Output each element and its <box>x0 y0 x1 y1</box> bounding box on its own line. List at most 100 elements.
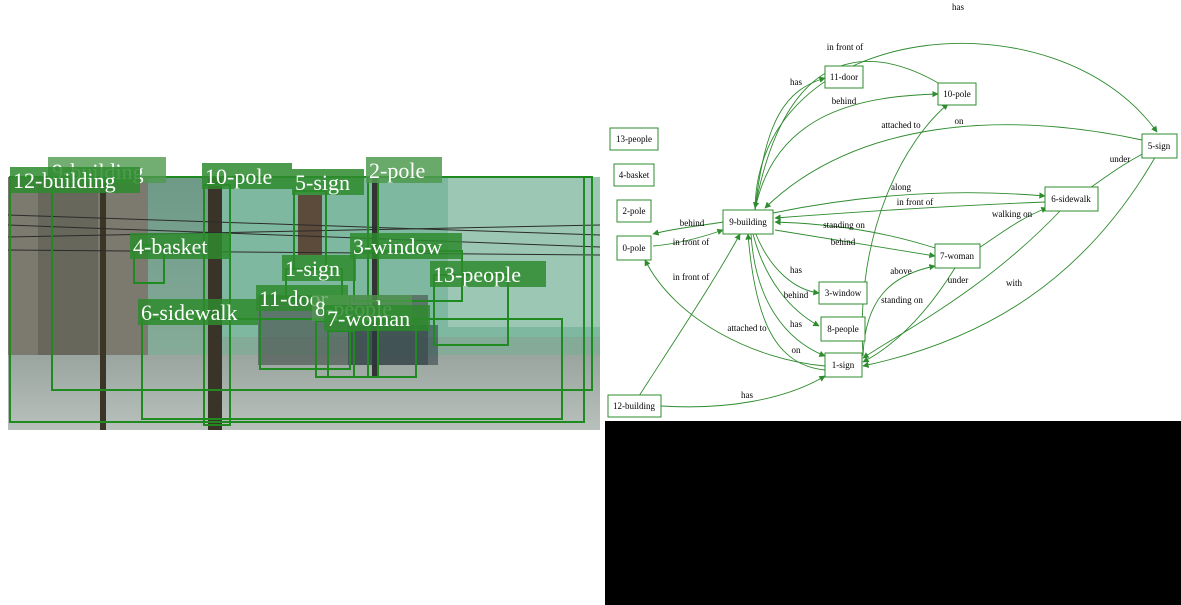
graph-node-9-building: 9-building <box>722 209 774 235</box>
edge-label-has: has <box>741 390 753 400</box>
svg-text:8-people: 8-people <box>827 324 859 334</box>
svg-text:7-woman: 7-woman <box>327 306 410 331</box>
street-scene-image <box>7 177 601 430</box>
graph-node-8-people: 8-people <box>820 316 866 342</box>
edge-label-has: has <box>952 2 964 12</box>
edge-label-along: along <box>891 182 911 192</box>
edge-label-attached-to: attached to <box>727 323 767 333</box>
edge-12-building-has-1-sign <box>660 375 826 408</box>
svg-text:4-basket: 4-basket <box>619 170 650 180</box>
edge-9-building-has-1-sign <box>750 233 826 357</box>
graph-node-12-building: 12-building <box>607 394 662 418</box>
det-label-12-building: 12-building <box>10 167 140 193</box>
edge-label-has: has <box>790 77 802 87</box>
svg-text:6-sidewalk: 6-sidewalk <box>1051 194 1091 204</box>
svg-text:3-window: 3-window <box>353 234 442 259</box>
annotated-photo: 9-building 12-building 10-pole 5-sign 2-… <box>7 155 601 430</box>
edge-label-has: has <box>790 319 802 329</box>
scene-graph: has in front of has behind attached to o… <box>605 0 1181 420</box>
svg-text:13-people: 13-people <box>616 134 652 144</box>
det-label-6-sidewalk: 6-sidewalk <box>138 299 258 325</box>
edge-label-behind: behind <box>784 290 809 300</box>
edge-label-attached-to: attached to <box>881 120 921 130</box>
edge-9-building-has-11-door <box>754 76 826 211</box>
photo-svg: 9-building 12-building 10-pole 5-sign 2-… <box>7 157 601 430</box>
edge-label-in-front-of: in front of <box>827 42 864 52</box>
edge-9-building-behind-10-pole <box>754 91 939 211</box>
edge-label-in-front-of: in front of <box>897 197 934 207</box>
det-label-1-sign: 1-sign <box>282 255 356 281</box>
edge-label-under: under <box>948 275 969 285</box>
edge-7-woman-walkingon-6-sidewalk <box>978 206 1048 249</box>
edge-label-behind: behind <box>680 218 705 228</box>
graph-node-13-people: 13-people <box>609 127 659 151</box>
det-label-7-woman: 7-woman <box>324 305 430 331</box>
edge-label-with: with <box>1006 278 1023 288</box>
graph-node-6-sidewalk: 6-sidewalk <box>1044 186 1099 212</box>
edge-9-building-along-6-sidewalk <box>772 192 1046 214</box>
edge-label-behind: behind <box>831 237 856 247</box>
edge-label-in-front-of: in front of <box>673 272 710 282</box>
edge-label-on: on <box>792 345 802 355</box>
edge-9-building-behind-8-people <box>752 233 820 327</box>
svg-text:12-building: 12-building <box>613 401 655 411</box>
svg-text:3-window: 3-window <box>825 288 862 298</box>
edge-0-pole-infrontof-9-building <box>652 228 724 247</box>
det-label-13-people: 13-people <box>430 261 546 287</box>
edge-1-sign-attachedto-10-pole <box>861 103 949 356</box>
edge-label-standing-on: standing on <box>823 220 865 230</box>
edge-1-sign-on-9-building <box>745 233 826 371</box>
edge-label-above: above <box>890 266 912 276</box>
graph-node-3-window: 3-window <box>818 281 868 305</box>
graph-node-7-woman: 7-woman <box>934 243 981 269</box>
edge-7-woman-standingon-9-building <box>774 219 936 249</box>
graph-node-0-pole: 0-pole <box>616 235 652 261</box>
svg-text:5-sign: 5-sign <box>1148 141 1171 151</box>
edge-9-building-has-3-window <box>754 231 820 296</box>
svg-text:0-pole: 0-pole <box>623 243 646 253</box>
svg-text:10-pole: 10-pole <box>943 89 971 99</box>
edge-label-behind: behind <box>832 96 857 106</box>
edge-9-building-has-5-sign <box>754 42 1158 213</box>
svg-text:12-building: 12-building <box>13 168 116 193</box>
edge-label-walking-on: walking on <box>992 209 1033 219</box>
svg-text:4-basket: 4-basket <box>133 234 208 259</box>
svg-text:9-building: 9-building <box>729 217 767 227</box>
edge-6-sidewalk-infrontof-9-building <box>774 201 1046 221</box>
svg-text:1-sign: 1-sign <box>832 360 855 370</box>
edge-5-sign-on-9-building <box>764 124 1143 209</box>
black-panel <box>605 421 1181 605</box>
det-label-3-window: 3-window <box>350 233 462 259</box>
scene-graph-svg: has in front of has behind attached to o… <box>607 2 1178 418</box>
svg-text:6-sidewalk: 6-sidewalk <box>141 300 238 325</box>
graph-node-2-pole: 2-pole <box>616 199 652 223</box>
det-label-4-basket: 4-basket <box>130 233 230 259</box>
svg-text:7-woman: 7-woman <box>940 251 974 261</box>
svg-text:10-pole: 10-pole <box>205 164 272 189</box>
svg-text:13-people: 13-people <box>433 262 521 287</box>
edge-7-woman-under-1-sign <box>862 267 956 363</box>
edge-label-on: on <box>955 116 965 126</box>
edge-label-under: under <box>1110 154 1131 164</box>
graph-node-10-pole: 10-pole <box>937 82 977 106</box>
svg-text:2-pole: 2-pole <box>369 158 425 183</box>
det-label-10-pole: 10-pole <box>202 163 292 189</box>
edge-label-has: has <box>790 265 802 275</box>
graph-node-4-basket: 4-basket <box>613 163 655 187</box>
edge-9-building-behind-7-woman <box>774 229 936 259</box>
graph-node-1-sign: 1-sign <box>824 352 863 378</box>
svg-text:5-sign: 5-sign <box>295 170 350 195</box>
graph-node-5-sign: 5-sign <box>1141 133 1178 159</box>
det-label-5-sign: 5-sign <box>292 169 364 195</box>
edge-label-in-front-of: in front of <box>673 237 710 247</box>
svg-text:2-pole: 2-pole <box>623 206 646 216</box>
edge-9-building-behind-0-pole <box>652 221 724 236</box>
edge-12-building-infrontof-9-building <box>638 233 741 397</box>
graph-node-11-door: 11-door <box>824 65 864 89</box>
svg-text:1-sign: 1-sign <box>285 256 340 281</box>
det-label-2-pole: 2-pole <box>366 157 442 183</box>
edge-label-standing-on: standing on <box>881 295 923 305</box>
edge-6-sidewalk-standingon-1-sign <box>862 209 1062 359</box>
edge-5-sign-with-1-sign <box>862 153 1158 368</box>
svg-text:11-door: 11-door <box>830 72 858 82</box>
